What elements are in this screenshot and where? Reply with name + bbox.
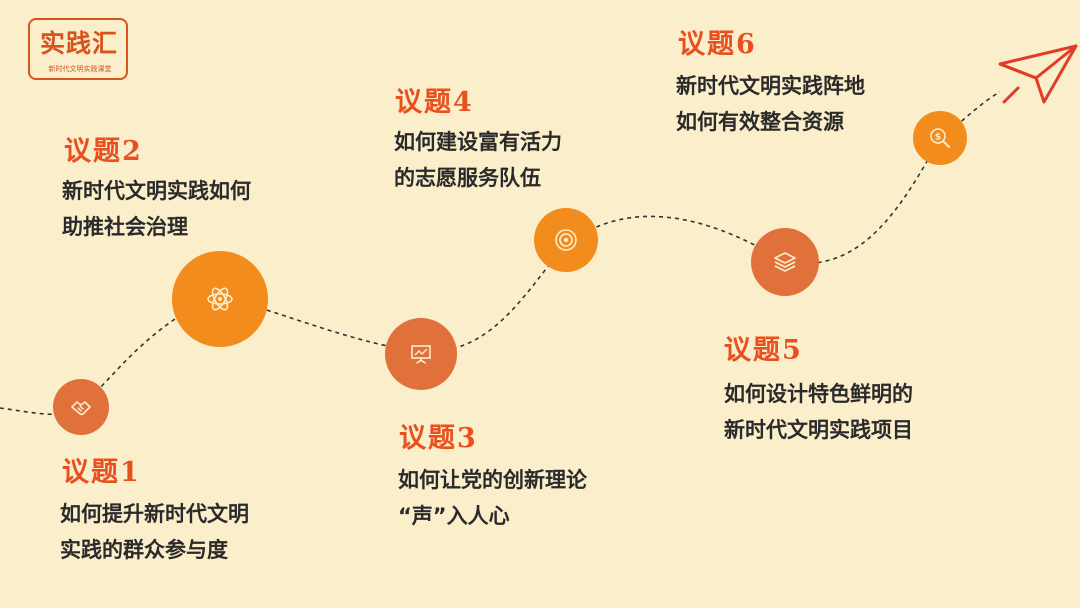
topic-1-heading: 议题1 [62,457,141,488]
topic-2-node [172,251,268,347]
layers-icon [774,252,796,272]
topic-2-line-2: 助推社会治理 [62,215,188,239]
logo: 实践汇 新时代文明实践课堂 [28,18,128,80]
topic-6-heading: 议题6 [678,29,757,60]
topic-4-description: 如何建设富有活力 的志愿服务队伍 [394,124,562,196]
topic-6-line-1: 新时代文明实践阵地 [676,74,865,98]
topic-5-line-1: 如何设计特色鲜明的 [724,382,913,406]
topic-4-node [534,208,598,272]
presentation-board-icon [411,345,431,364]
topic-5-line-2: 新时代文明实践项目 [724,418,913,442]
topic-1-line-1: 如何提升新时代文明 [60,502,249,526]
topic-5-node [751,228,819,296]
topic-6-node: $ [913,111,967,165]
topic-1-description: 如何提升新时代文明 实践的群众参与度 [60,496,249,568]
handshake-icon [71,401,91,416]
topic-5-description: 如何设计特色鲜明的 新时代文明实践项目 [724,376,913,448]
paper-plane-icon [998,44,1078,104]
topic-2-line-1: 新时代文明实践如何 [62,179,251,203]
money-search-icon: $ [930,128,950,148]
topic-3-line-1: 如何让党的创新理论 [398,468,587,492]
topic-2-heading: 议题2 [64,136,143,167]
topic-3-description: 如何让党的创新理论 “声”入人心 [398,462,587,534]
topic-1-node [53,379,109,435]
logo-title: 实践汇 [39,29,118,58]
target-icon [555,229,577,251]
topic-2-description: 新时代文明实践如何 助推社会治理 [62,173,251,245]
logo-subtitle: 新时代文明实践课堂 [48,65,112,73]
topic-6-description: 新时代文明实践阵地 如何有效整合资源 [676,68,865,140]
topic-4-line-2: 的志愿服务队伍 [394,166,541,190]
topic-3-node [385,318,457,390]
topic-3-heading: 议题3 [399,423,478,454]
topic-3-line-2: “声”入人心 [398,504,510,528]
topic-5-heading: 议题5 [724,335,803,366]
topic-4-heading: 议题4 [395,87,474,118]
atom-icon [207,287,233,311]
topic-4-line-1: 如何建设富有活力 [394,130,562,154]
svg-text:$: $ [935,133,941,143]
topic-6-line-2: 如何有效整合资源 [676,110,844,134]
topic-1-line-2: 实践的群众参与度 [60,538,228,562]
